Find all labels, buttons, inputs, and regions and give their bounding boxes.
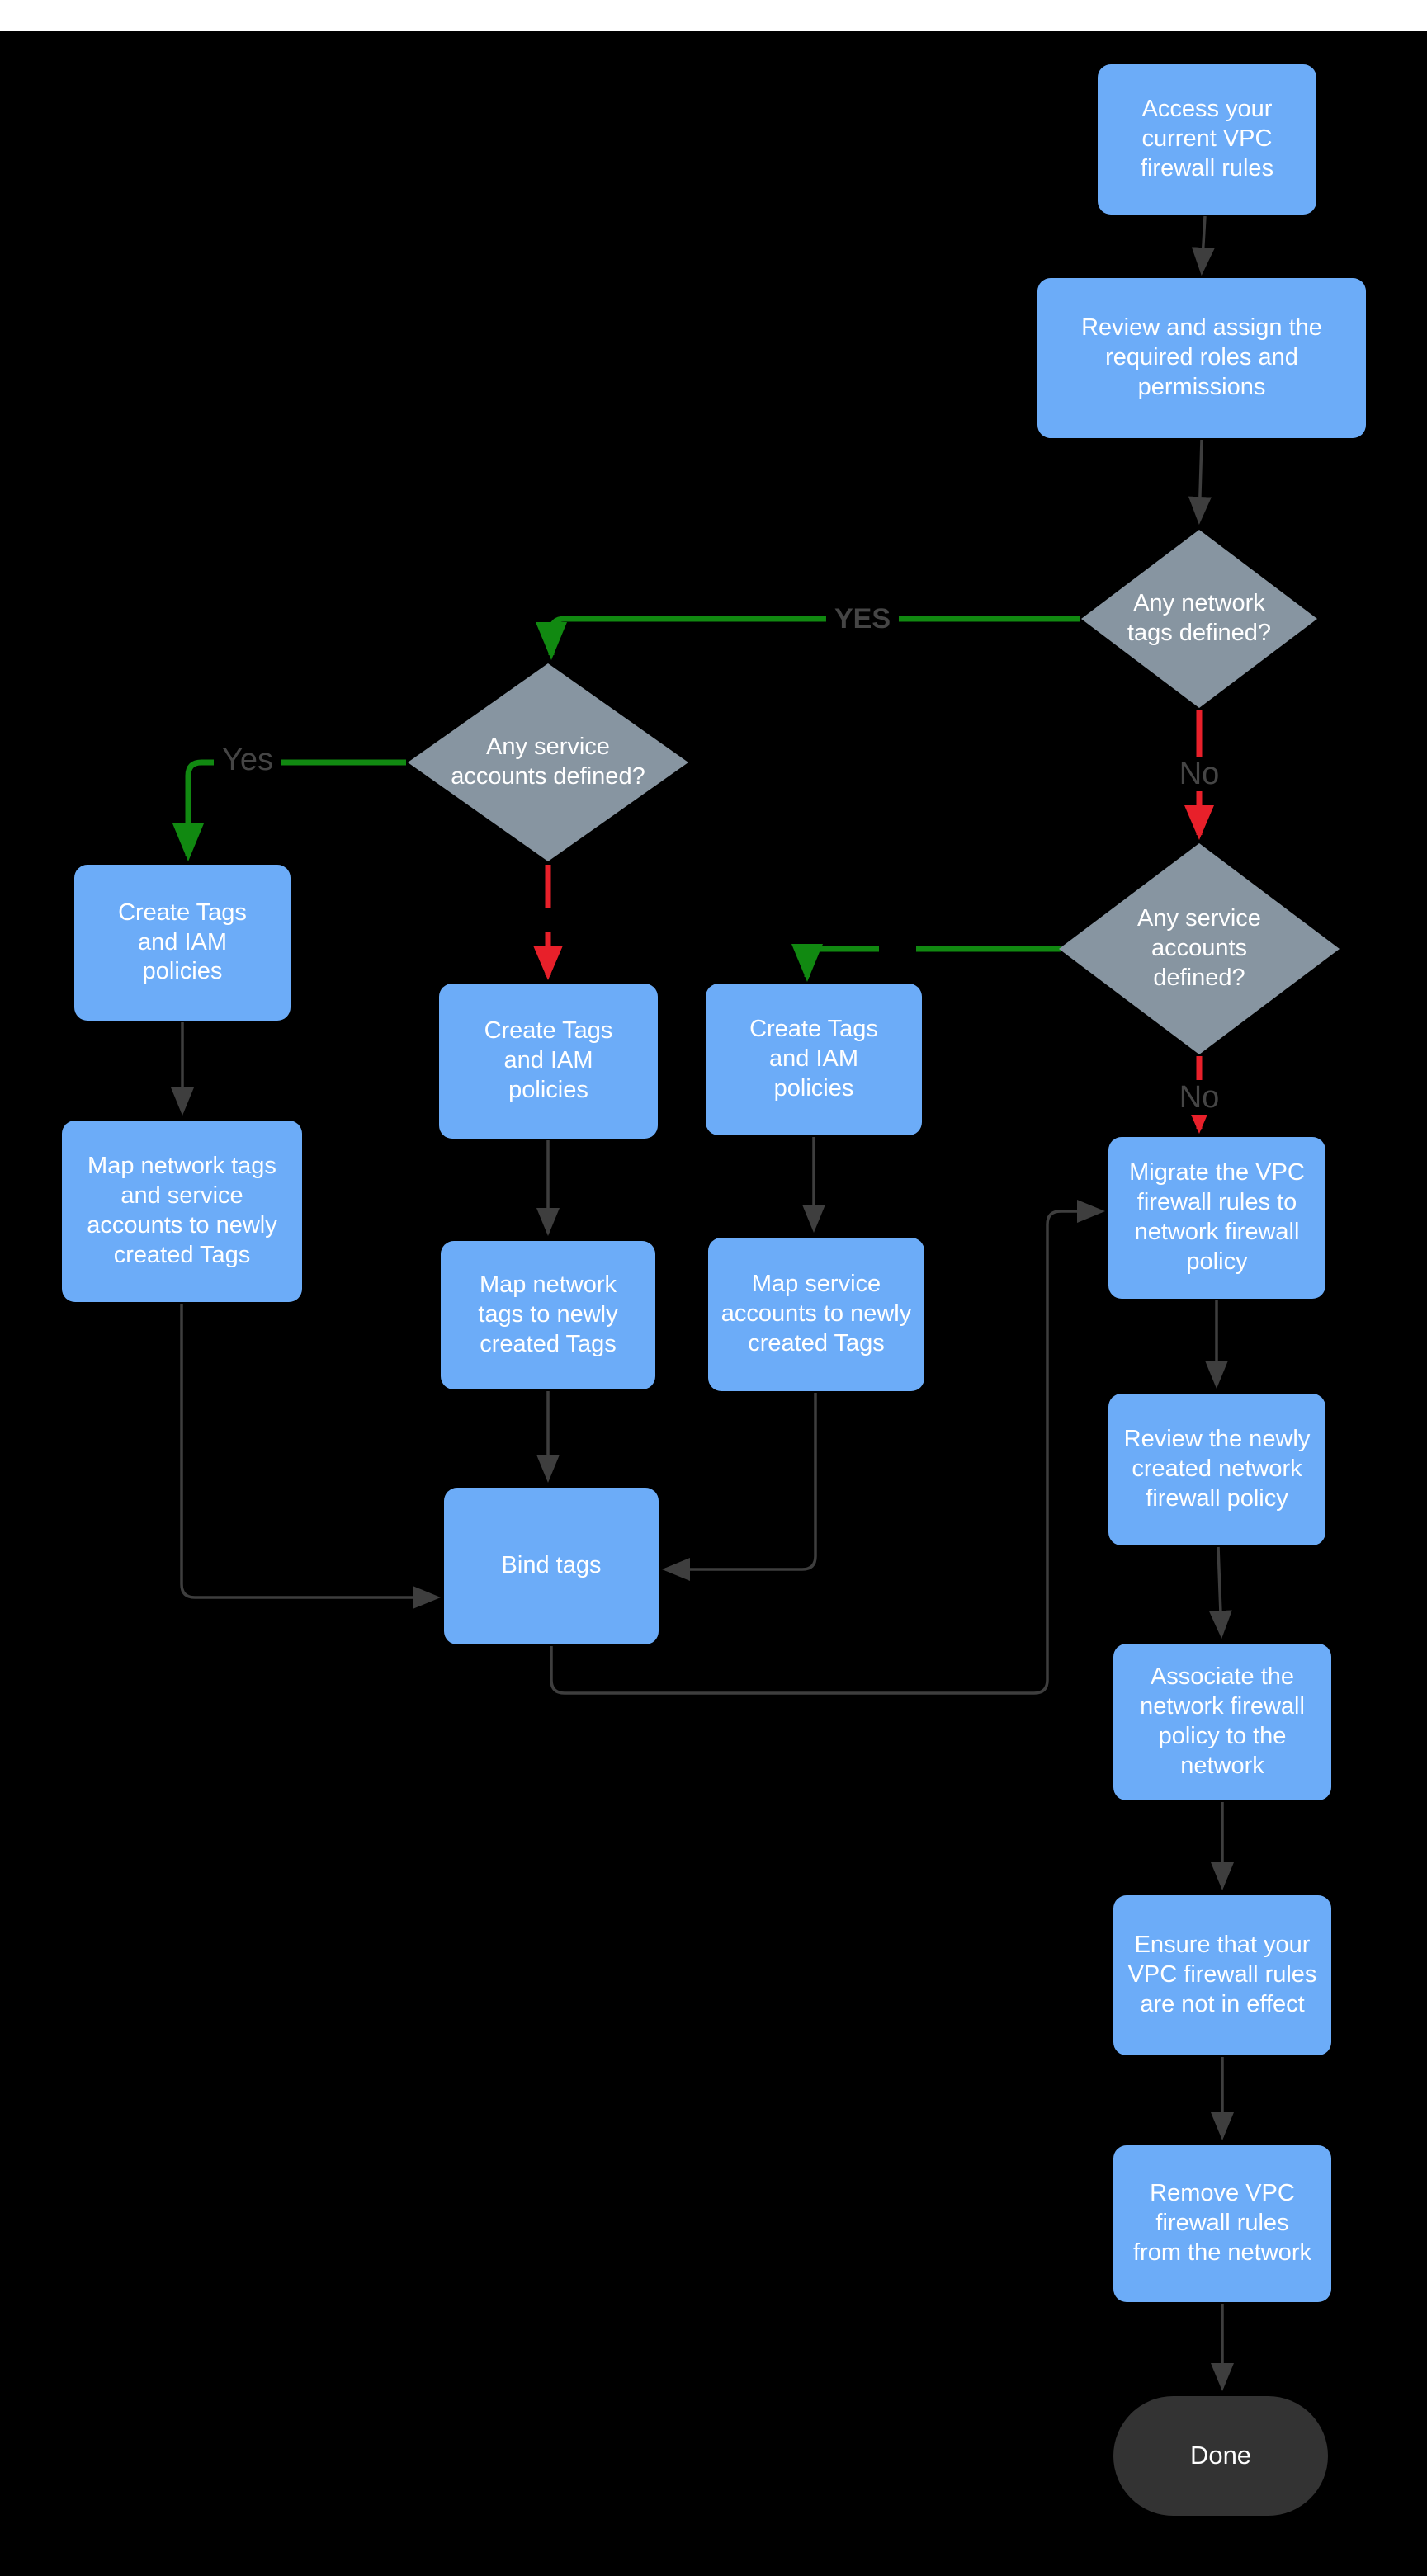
edge-review-to-associate [1208,1546,1232,1639]
edge-map-left-to-bind [180,1304,441,1609]
edge-net-tags-yes [536,616,1080,660]
edge-bind-to-migrate [550,1200,1105,1695]
edge-left-decision-yes [172,759,406,861]
edge-map-right-to-bind [662,1393,817,1581]
top-white-bar [0,0,1427,31]
edge-access-to-review [1191,215,1215,276]
edge-right-decision-yes [791,944,1061,982]
edge-review-to-net-tags [1188,439,1212,525]
